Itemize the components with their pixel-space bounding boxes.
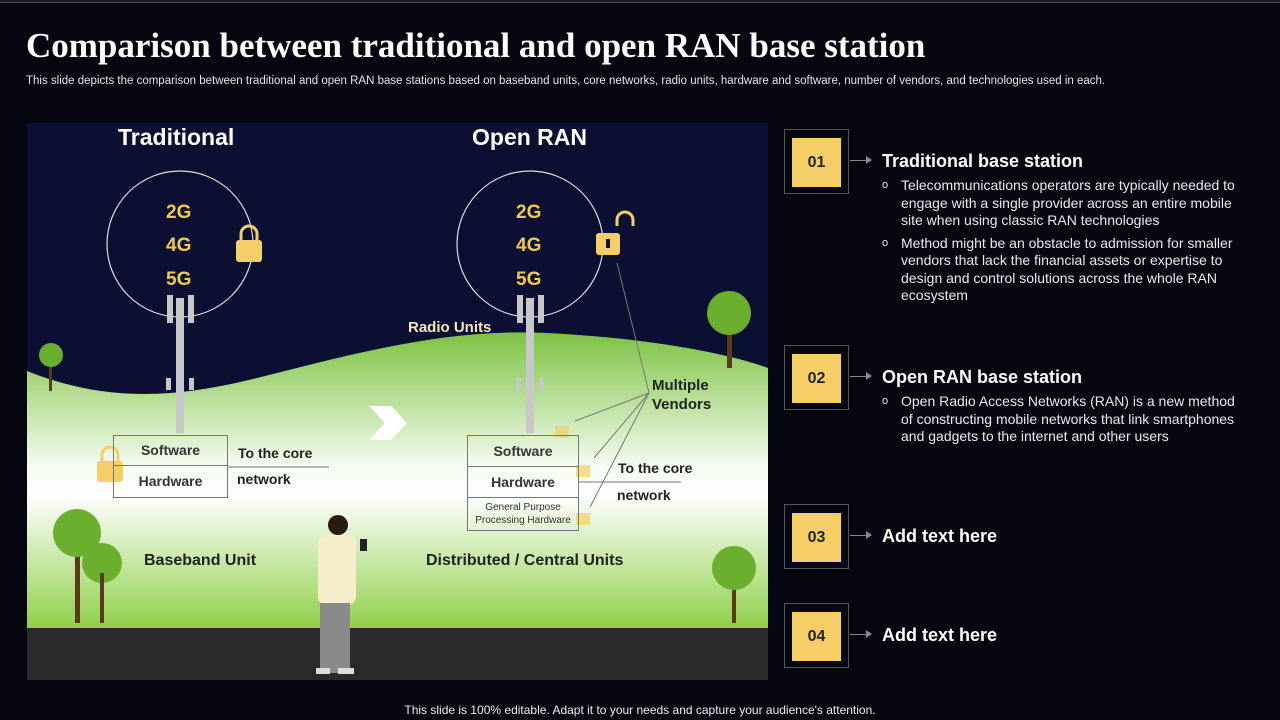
core-label: To the core — [618, 460, 693, 476]
arrow-right-icon — [850, 372, 872, 380]
radio-units-label: Radio Units — [408, 319, 492, 336]
number: 02 — [792, 354, 841, 403]
bullet-list: Telecommunications operators are typical… — [882, 177, 1242, 310]
open-tower-icon — [516, 295, 544, 433]
tree-icon — [53, 509, 122, 623]
number: 01 — [792, 138, 841, 187]
traditional-baseband-box: Software Hardware — [113, 435, 228, 498]
baseband-unit-label: Baseband Unit — [144, 552, 257, 569]
vendors-label: Vendors — [652, 396, 712, 413]
unlock-icon — [596, 210, 635, 255]
top-rule — [0, 0, 1280, 3]
road — [27, 628, 768, 680]
illustration-scene — [27, 123, 768, 680]
tree-icon — [39, 343, 63, 391]
arrow-right-icon — [850, 630, 872, 638]
core-label: network — [237, 471, 291, 487]
gen-4g: 4G — [166, 235, 192, 256]
distributed-units-label: Distributed / Central Units — [426, 552, 624, 569]
gen-2g: 2G — [516, 202, 542, 223]
item-title: Add text here — [882, 526, 998, 546]
lock-icon — [236, 224, 262, 262]
chevron-right-icon — [369, 406, 407, 440]
open-ran-heading: Open RAN — [472, 124, 587, 150]
bullet: Open Radio Access Networks (RAN) is a ne… — [882, 393, 1242, 446]
number-badge: 03 — [784, 504, 849, 569]
gpp-cell: General Purpose Processing Hardware — [475, 502, 571, 526]
page-subtitle: This slide depicts the comparison betwee… — [26, 75, 1106, 87]
item-title: Open RAN base station — [882, 367, 1083, 387]
person-icon — [316, 515, 367, 674]
arrow-right-icon — [850, 156, 872, 164]
arrow-right-icon — [850, 531, 872, 539]
hardware-cell: Hardware — [138, 473, 203, 489]
grass-hill — [27, 332, 768, 628]
number: 04 — [792, 612, 841, 661]
number: 03 — [792, 513, 841, 562]
lock-icon — [97, 445, 123, 482]
bullet-list: Open Radio Access Networks (RAN) is a ne… — [882, 393, 1242, 451]
gen-2g: 2G — [166, 202, 192, 223]
footer-note: This slide is 100% editable. Adapt it to… — [404, 703, 876, 717]
gen-4g: 4G — [516, 235, 542, 256]
open-ran-unit-box: Software Hardware General Purpose Proces… — [467, 435, 579, 531]
bullet: Method might be an obstacle to admission… — [882, 235, 1242, 305]
traditional-tower-icon — [166, 295, 194, 433]
ran-illustration: Traditional Open RAN 2G 4G 5G 2G 4G 5G R… — [27, 123, 768, 680]
software-cell: Software — [468, 436, 578, 467]
bullet: Telecommunications operators are typical… — [882, 177, 1242, 230]
tree-icon — [707, 291, 751, 368]
gen-5g: 5G — [166, 269, 192, 290]
number-badge: 02 — [784, 345, 849, 410]
software-cell: Software — [114, 436, 227, 466]
core-label: network — [617, 487, 671, 503]
item-title: Traditional base station — [882, 151, 1084, 171]
number-badge: 04 — [784, 603, 849, 668]
core-label: To the core — [238, 445, 313, 461]
item-title: Add text here — [882, 625, 998, 645]
number-badge: 01 — [784, 129, 849, 194]
vendors-label: Multiple — [652, 377, 709, 394]
page-title: Comparison between traditional and open … — [26, 26, 926, 65]
tree-icon — [712, 546, 756, 623]
vendor-arrows — [574, 262, 650, 508]
gen-5g: 5G — [516, 269, 542, 290]
traditional-heading: Traditional — [118, 124, 235, 150]
hardware-cell: Hardware — [468, 467, 578, 498]
